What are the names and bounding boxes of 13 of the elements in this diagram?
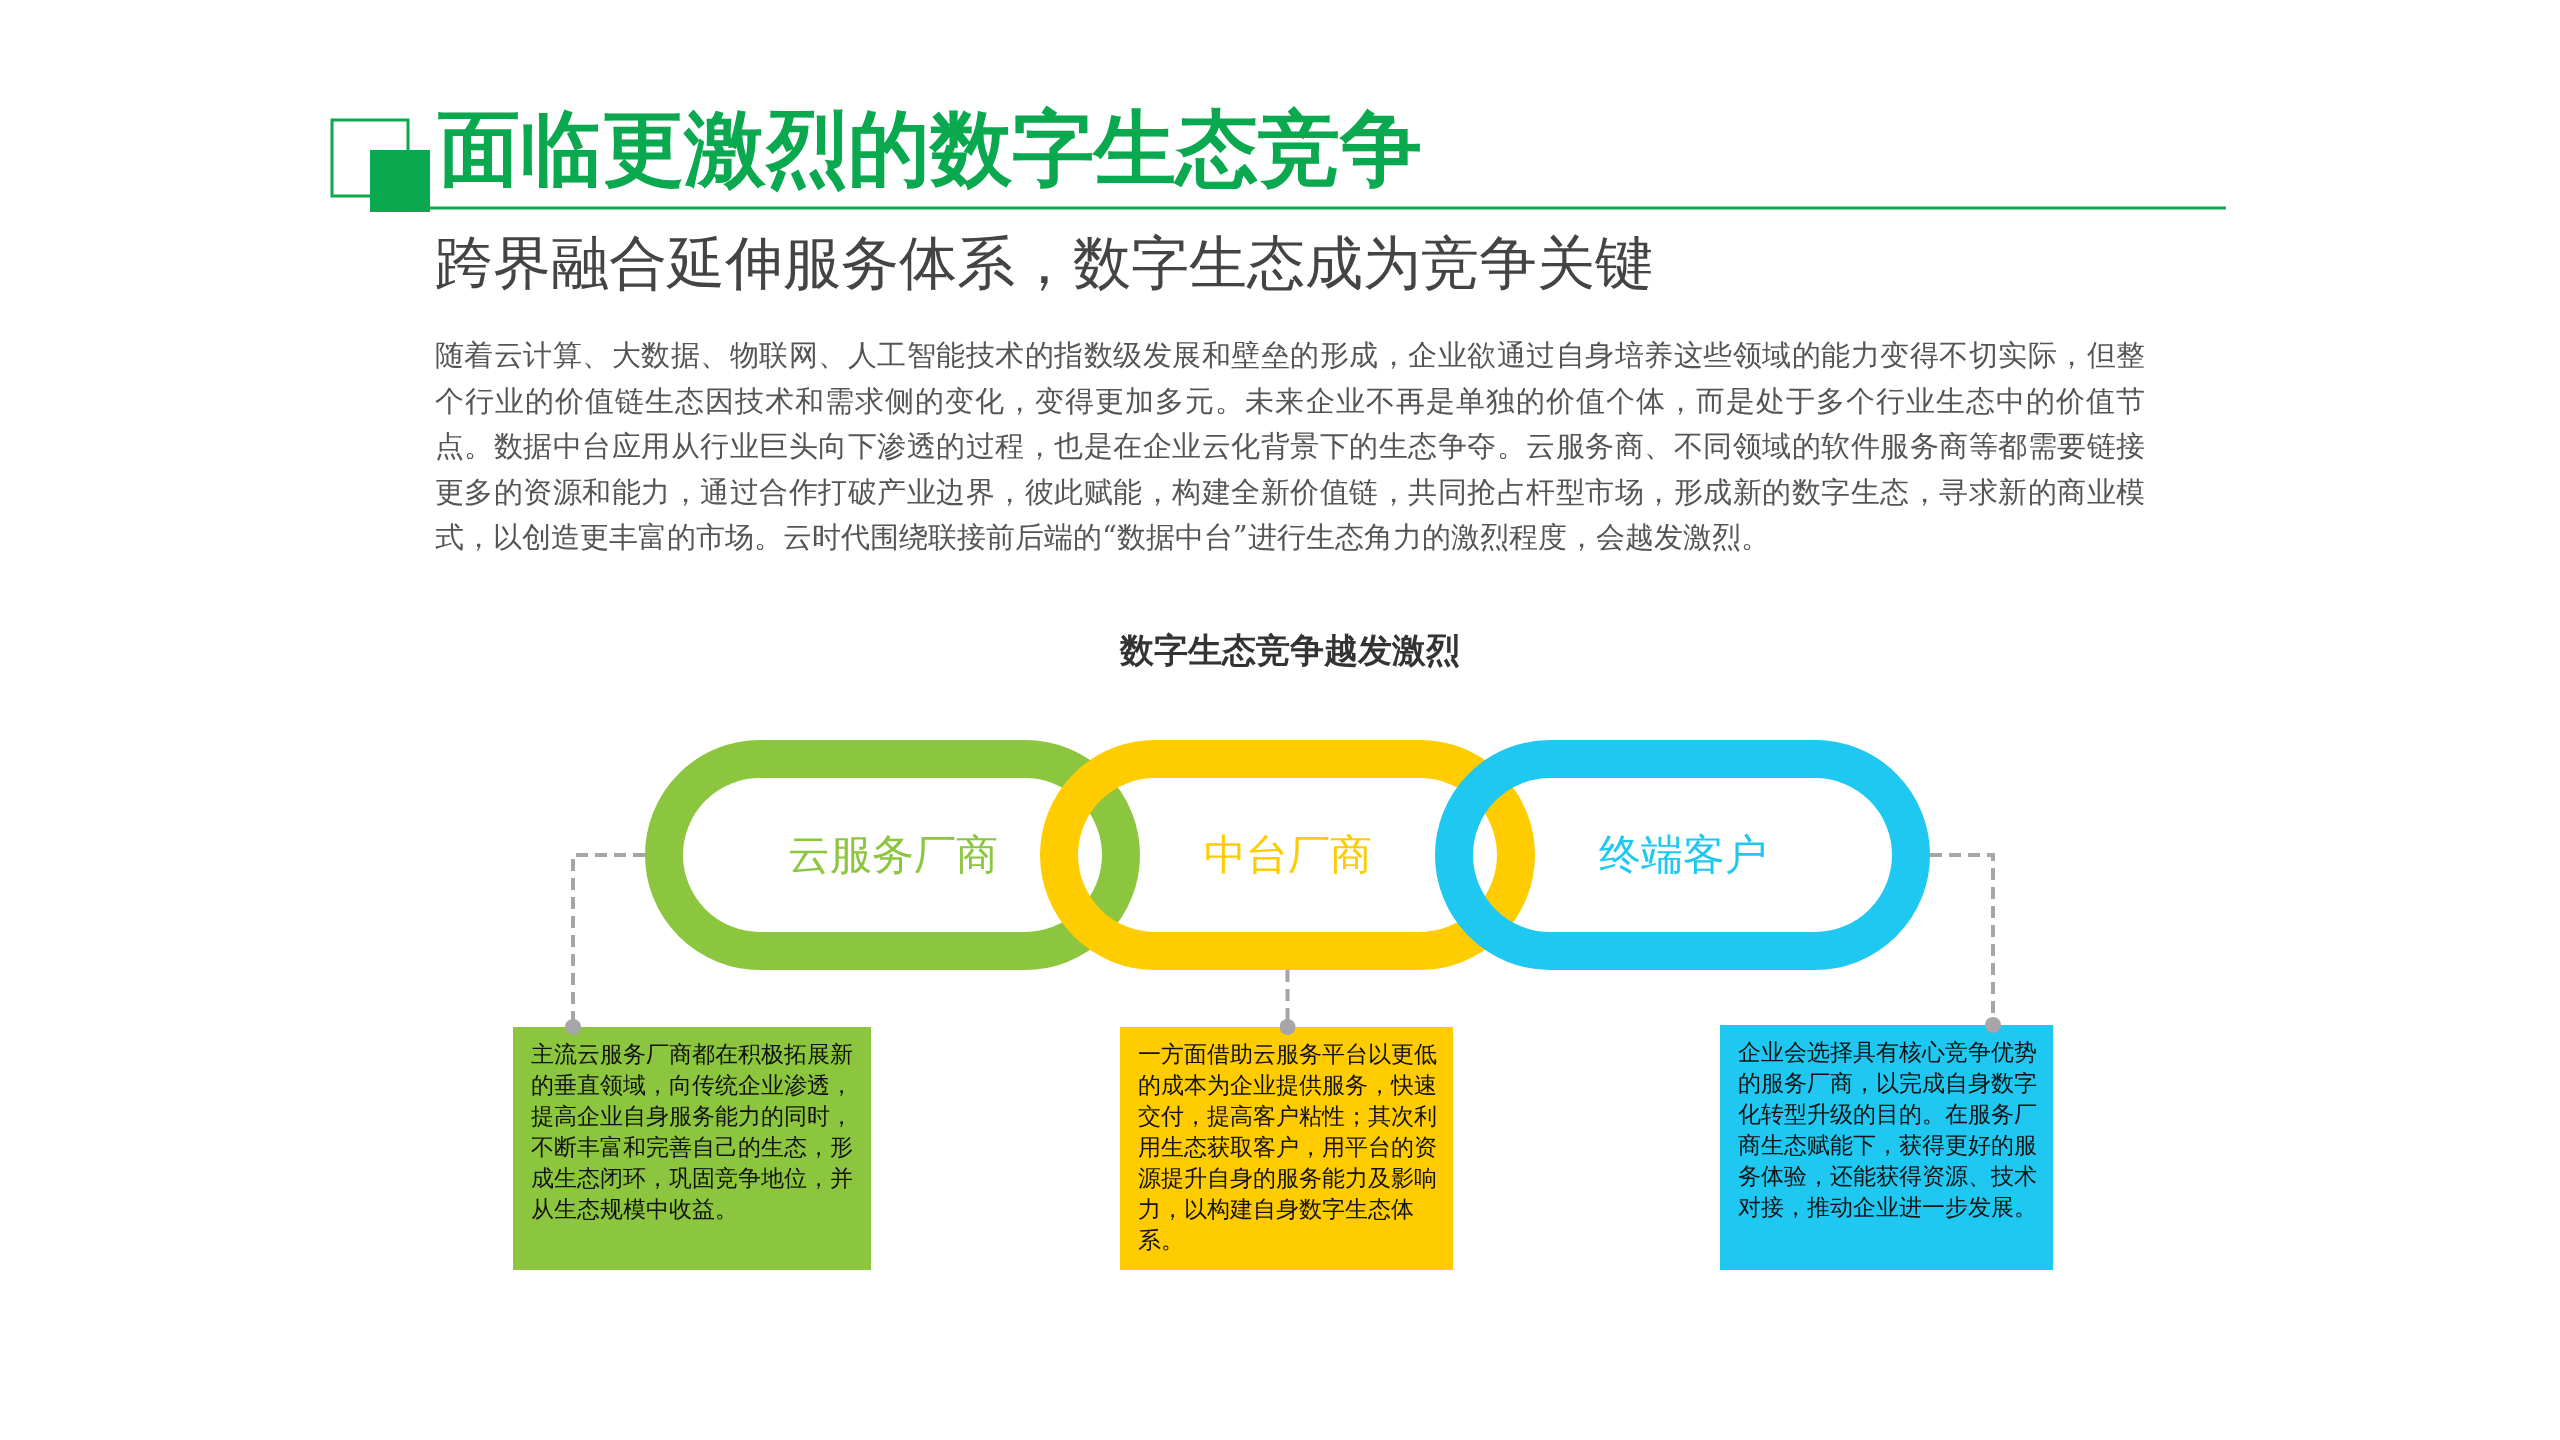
figure-title: 数字生态竞争越发激烈 — [1118, 629, 1461, 672]
link-label: 终端客户 — [1598, 829, 1767, 881]
subtitle: 跨界融合延伸服务体系，数字生态成为竞争关键 — [435, 228, 1653, 299]
body-paragraph: 随着云计算、大数据、物联网、人工智能技术的指数级发展和壁垒的形成，企业欲通过自身培养这些领域的能力变得不切实际，但整个行业的价值链生态因技术和需求侧的变化，变得更加多元。未来企业不再是单独的价值个体，而是处于多个行业生态中的价值节点。数据中台应用从行业巨头向下渗透的过程，也是在企业云化背景下的生态争夺。云服务商、不同领域的软件服务商等都需要链接更多的资源和能力，通过合作打破产业边界，彼此赋能，构建全新价值链，共同抢占杆型市场，形成新的数字生态，寻求新的商业模式，以创造更丰富的市场。云时代围绕联接前后端的“数据中台”进行生态角力的激烈程度，会越发激烈。 — [435, 337, 2145, 556]
text-box: 主流云服务厂商都在积极拓展新的垂直领域，向传统企业渗透，提高企业自身服务能力的同时，不断丰富和完善自己的生态，形成生态闭环，巩固竞争地位，并从生态规模中收益。 — [513, 1027, 871, 1270]
link-label: 中台厂商 — [1203, 829, 1372, 881]
link-label: 云服务厂商 — [787, 829, 998, 881]
dashed-connector — [1930, 853, 2001, 1033]
dashed-connector — [1279, 970, 1296, 1035]
text-box: 企业会选择具有核心竞争优势的服务厂商，以完成自身数字化转型升级的目的。在服务厂商生态赋能下，获得更好的服务体验，还能获得资源、技术对接，推动企业进一步发展。 — [1720, 1025, 2053, 1270]
page-title: 面临更激烈的数字生态竞争 — [438, 99, 1422, 198]
dashed-connector — [565, 853, 645, 1035]
text-box: 一方面借助云服务平台以更低的成本为企业提供服务，快速交付，提高客户粘性；其次利用生态获取客户，用平台的资源提升自身的服务能力及影响力，以构建自身数字生态体系。 — [1120, 1027, 1453, 1270]
